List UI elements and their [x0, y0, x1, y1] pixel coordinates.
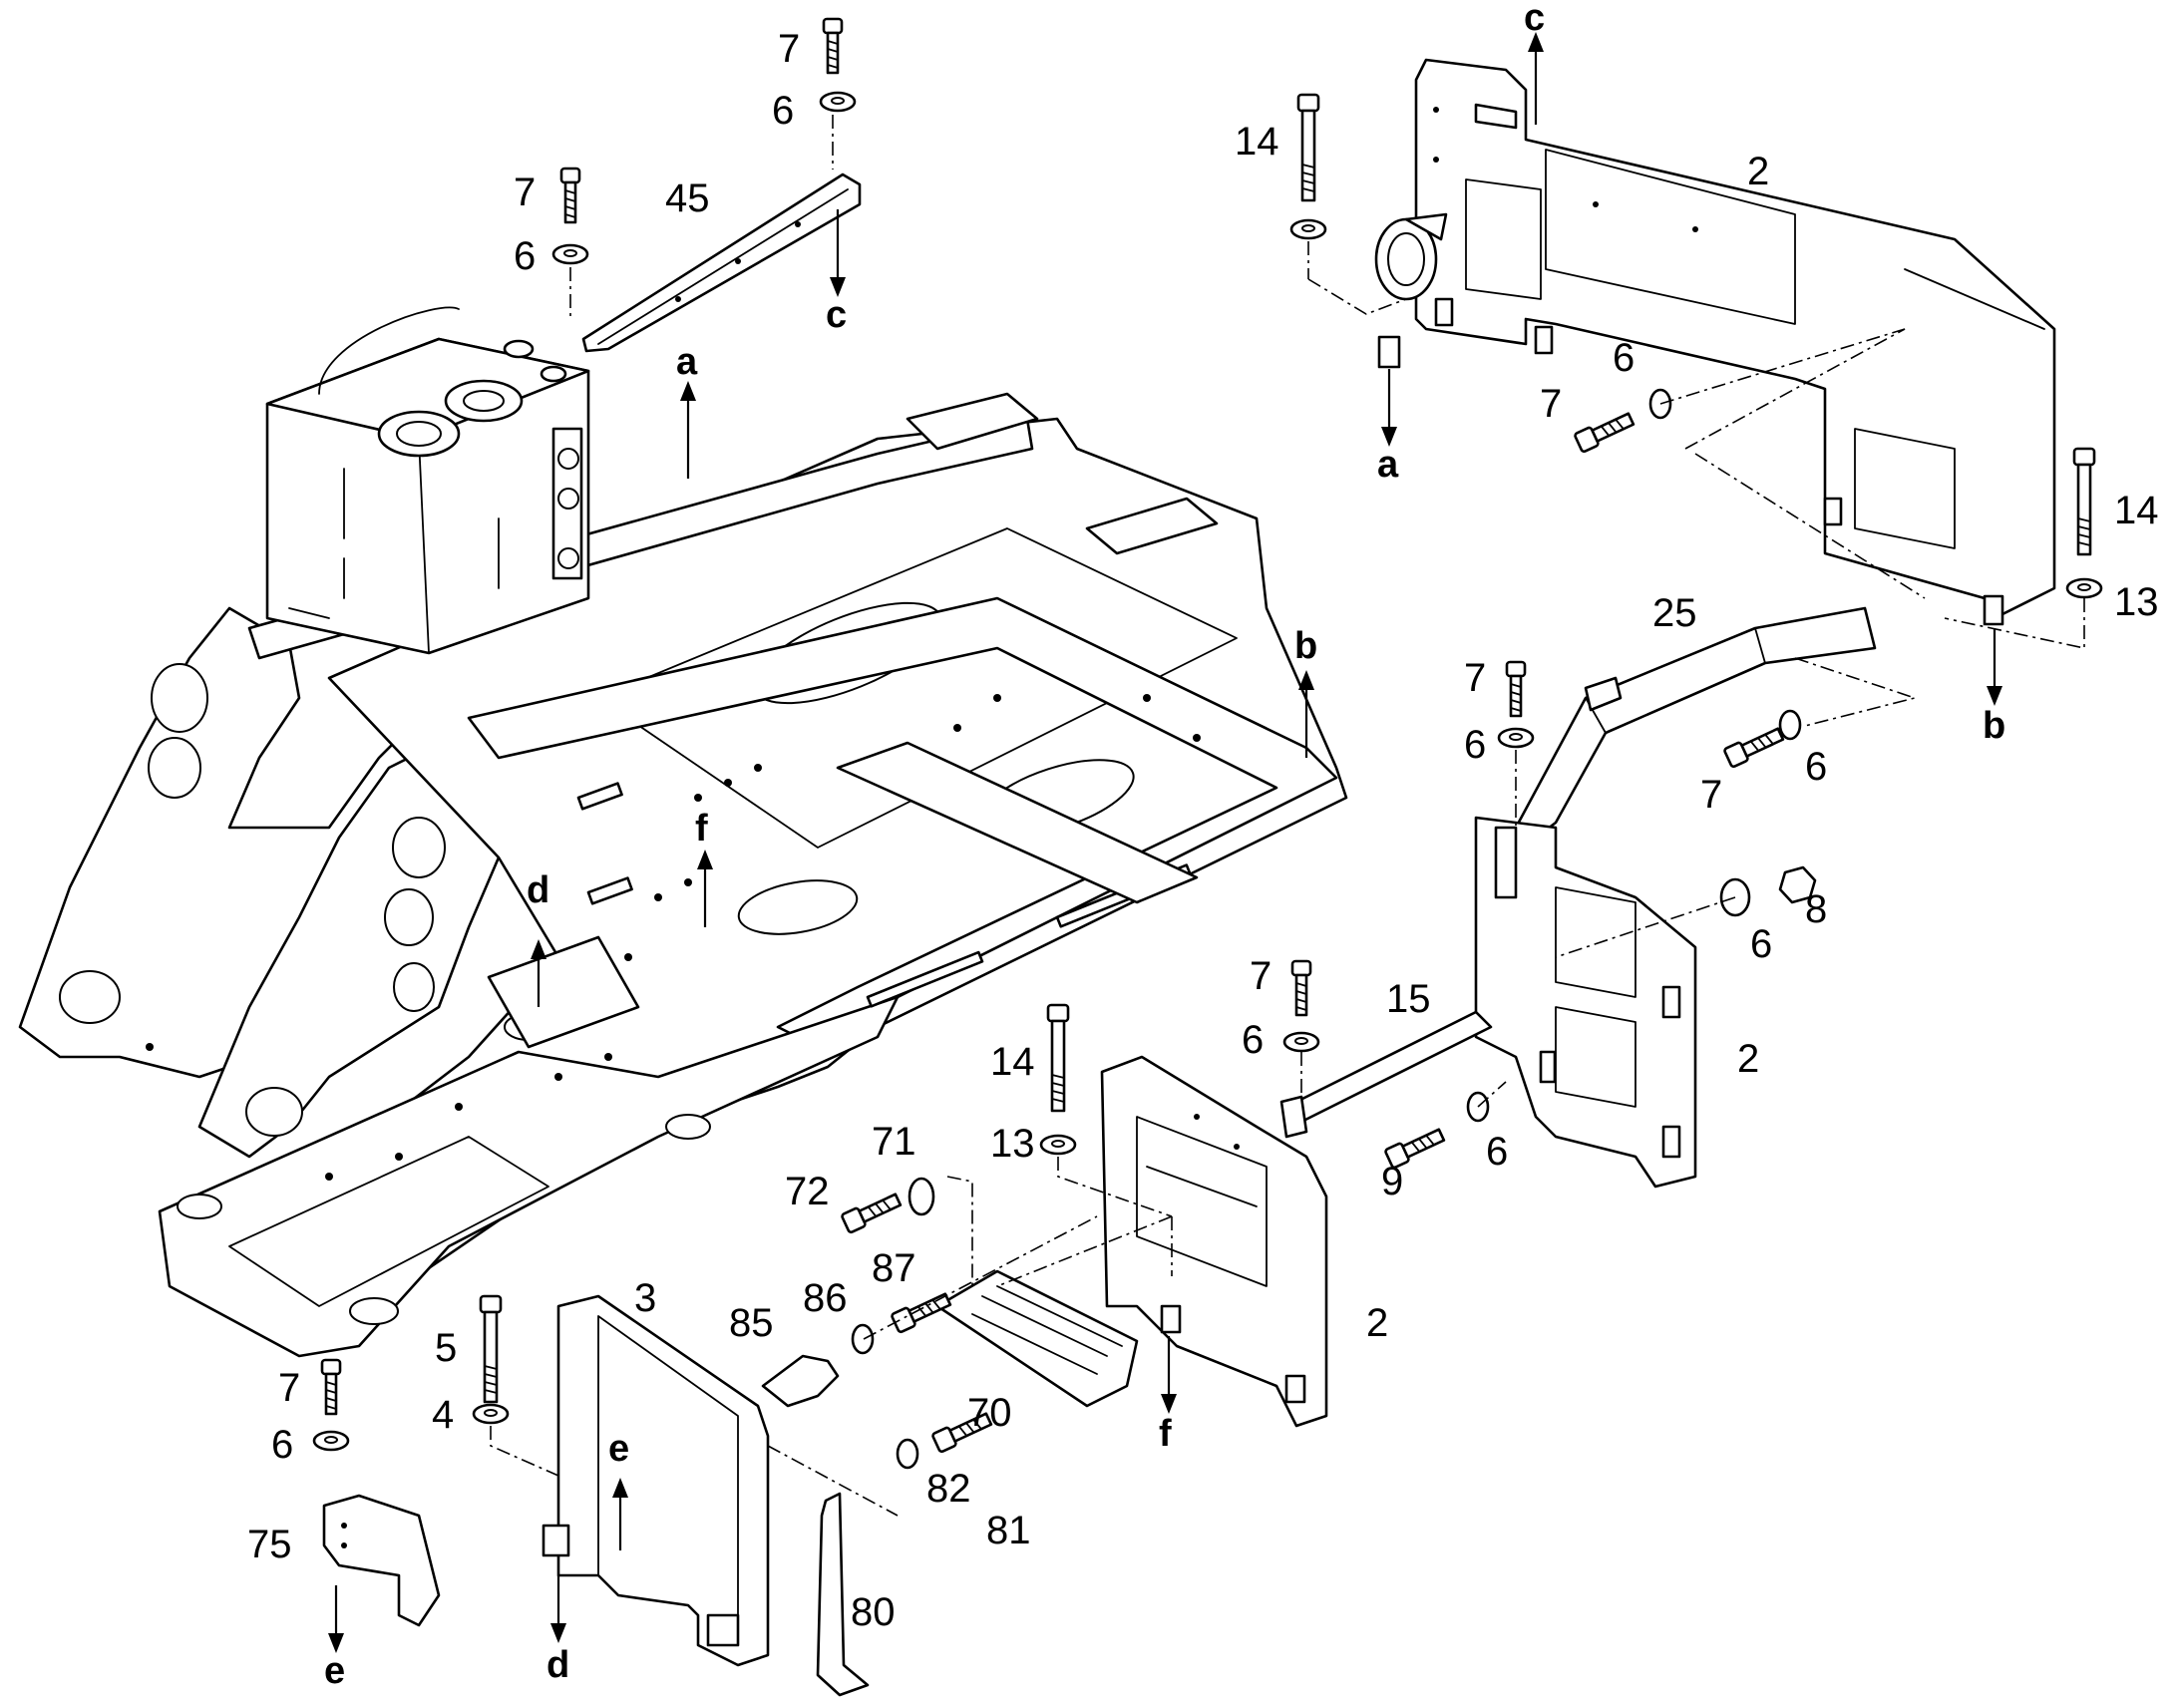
connector-label-b: b [1983, 705, 2005, 747]
callout-25: 25 [1652, 591, 1697, 635]
connector-label-e: e [608, 1428, 629, 1470]
callout-7: 7 [278, 1366, 300, 1410]
callout-70: 70 [967, 1391, 1012, 1435]
callout-6: 6 [271, 1423, 293, 1467]
callout-14: 14 [2114, 489, 2159, 532]
callout-13: 13 [990, 1122, 1035, 1166]
bottom-tray [158, 995, 900, 1358]
clip-a [1377, 335, 1401, 369]
callout-13: 13 [2114, 580, 2159, 624]
connector-label-c: c [826, 294, 847, 336]
connector-label-a: a [676, 341, 698, 383]
callout-2: 2 [1737, 1037, 1759, 1081]
side-panel-2-center [1100, 1055, 1328, 1428]
callout-2: 2 [1747, 150, 1769, 193]
callout-6: 6 [1750, 922, 1772, 966]
callout-85: 85 [729, 1301, 774, 1345]
connector-label-b: b [1294, 625, 1317, 667]
callout-75: 75 [247, 1523, 292, 1566]
deck-plate-center [487, 935, 640, 1049]
callout-2: 2 [1366, 1301, 1388, 1345]
callout-6: 6 [1805, 745, 1827, 789]
callout-6: 6 [1486, 1130, 1508, 1174]
alignment-lines [490, 115, 2085, 1517]
callout-14: 14 [990, 1040, 1035, 1084]
connector-letters: c c a a b b f f d d e e [324, 0, 2005, 1692]
link-rod-15 [1279, 1010, 1493, 1139]
callout-6: 6 [1613, 336, 1635, 380]
mount-pad-1 [906, 392, 1039, 451]
connector-label-d: d [527, 869, 549, 911]
callout-6: 6 [1242, 1018, 1264, 1062]
boom-tower-left [18, 606, 481, 1079]
callout-9: 9 [1381, 1160, 1403, 1203]
callout-14: 14 [1235, 120, 1279, 164]
callout-3: 3 [634, 1276, 656, 1320]
side-panel-2-top [1374, 58, 2056, 626]
callout-71: 71 [872, 1120, 916, 1164]
side-panel-2-right [1474, 816, 1697, 1189]
deck-crossbar [836, 741, 1199, 904]
callout-72: 72 [785, 1170, 830, 1213]
callout-5: 5 [435, 1326, 457, 1370]
callout-7: 7 [1464, 656, 1486, 700]
callout-6: 6 [1464, 723, 1486, 767]
callout-45: 45 [665, 176, 710, 220]
callout-6: 6 [514, 234, 536, 278]
bracket-45 [581, 172, 862, 353]
callout-7: 7 [1700, 773, 1722, 817]
connector-label-f: f [1159, 1413, 1172, 1455]
connector-label-a: a [1377, 444, 1399, 486]
callout-6: 6 [772, 89, 794, 133]
connector-label-c: c [1524, 0, 1545, 39]
connector-arrows [328, 32, 2002, 1653]
callout-80: 80 [851, 1590, 896, 1634]
callout-81: 81 [986, 1509, 1031, 1552]
truss-bracket-25 [1514, 606, 1877, 840]
hydraulic-tank [265, 306, 590, 655]
guard-plate-75 [322, 1494, 441, 1627]
callout-15: 15 [1386, 977, 1431, 1021]
callout-86: 86 [803, 1276, 848, 1320]
callout-numbers: 7 6 7 6 45 14 2 6 7 14 13 25 7 6 7 6 8 6… [247, 27, 2159, 1634]
callout-7: 7 [778, 27, 800, 71]
connector-label-d: d [546, 1644, 569, 1686]
callout-82: 82 [926, 1467, 971, 1511]
callout-4: 4 [432, 1393, 454, 1437]
callout-87: 87 [872, 1246, 916, 1290]
callout-8: 8 [1805, 887, 1827, 931]
callout-7: 7 [1540, 382, 1562, 426]
mount-pad-2 [1085, 497, 1219, 555]
step-plate-70 [935, 1269, 1139, 1408]
grab-handle-80 [816, 1492, 870, 1697]
step-frame-3 [542, 1294, 770, 1667]
callout-7: 7 [1250, 954, 1272, 998]
connector-label-f: f [695, 808, 708, 850]
callout-7: 7 [514, 171, 536, 214]
connector-label-e: e [324, 1650, 345, 1692]
